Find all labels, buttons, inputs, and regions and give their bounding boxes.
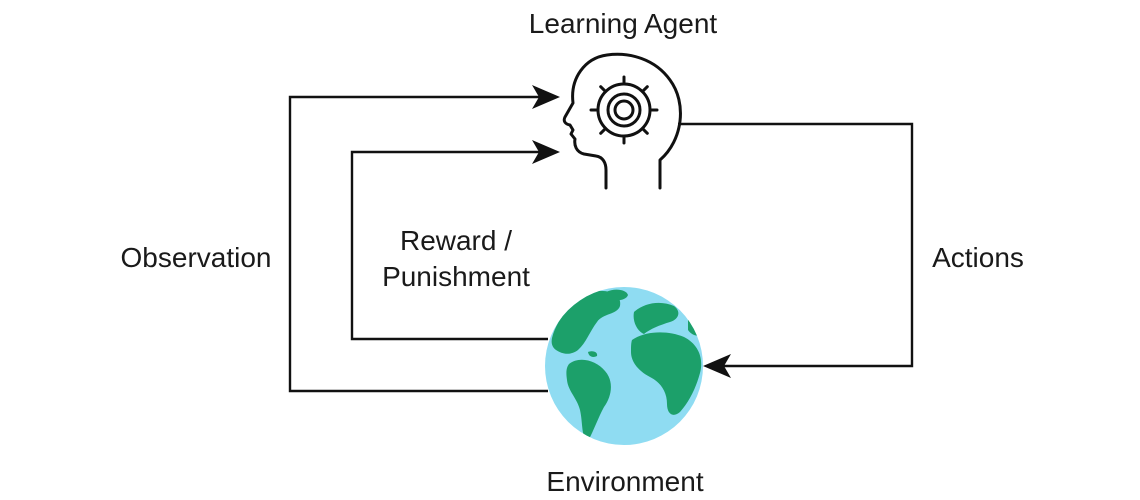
reward-arrowhead — [532, 140, 560, 164]
reward-label-line2: Punishment — [382, 261, 530, 292]
actions-label: Actions — [932, 242, 1024, 273]
reward-arrow — [350, 140, 560, 341]
land-south-america — [566, 359, 611, 441]
globe-icon — [545, 287, 703, 445]
actions-arrowhead — [703, 354, 731, 378]
observation-label: Observation — [121, 242, 272, 273]
land-africa — [631, 332, 702, 415]
actions-arrow — [678, 122, 914, 378]
land-island — [588, 351, 598, 357]
observation-arrowhead — [532, 85, 560, 109]
head-gear-icon — [562, 52, 682, 190]
environment-label: Environment — [546, 466, 703, 497]
land-europe — [633, 302, 679, 334]
reward-label-line1: Reward / — [400, 225, 512, 256]
gear-icon — [589, 75, 659, 145]
land-north-america — [551, 290, 621, 354]
land-greenland — [606, 289, 628, 301]
observation-arrow — [288, 85, 560, 393]
agent-label: Learning Agent — [529, 8, 718, 39]
head-outline — [562, 52, 682, 190]
